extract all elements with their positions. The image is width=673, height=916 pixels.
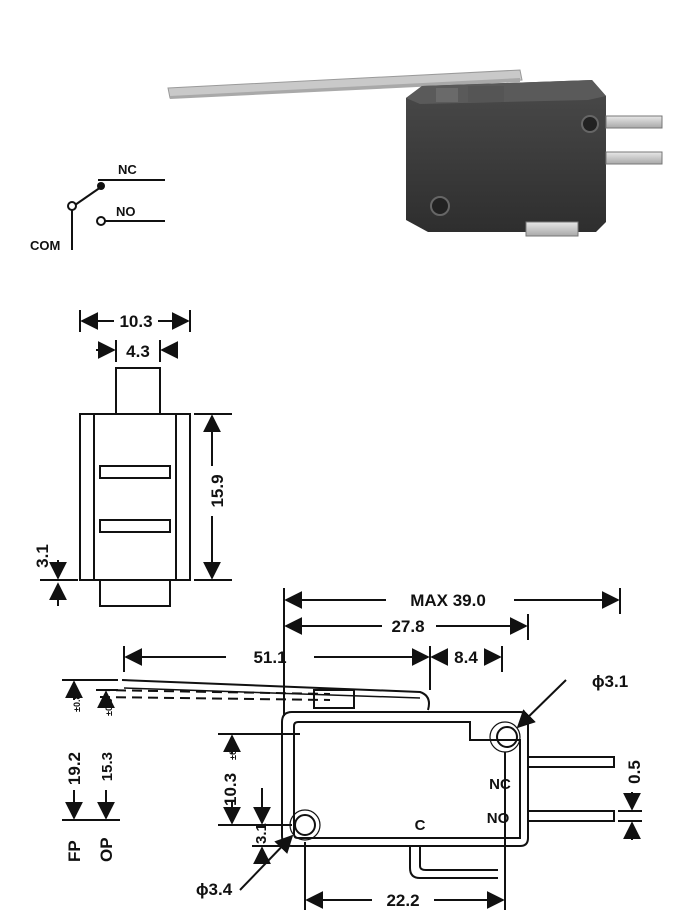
product-photo <box>167 69 663 237</box>
hole-offset-label: 3.1 <box>253 823 270 844</box>
op-tolerance-label: ±0.6 <box>104 699 114 716</box>
no-contact-dot <box>96 216 106 226</box>
fp-tolerance-label: ±0.8 <box>72 695 82 712</box>
max-39-label: MAX 39.0 <box>410 591 486 610</box>
length-27-8-label: 27.8 <box>391 617 424 636</box>
fp-height-label: 19.2 <box>65 752 84 785</box>
terminal-nc-label: NC <box>489 776 511 793</box>
op-label: OP <box>97 837 116 862</box>
hole-height-label: 10.3 <box>221 773 240 806</box>
terminal-c-label: C <box>415 817 426 834</box>
hole-3-1-label: ϕ3.1 <box>592 672 628 691</box>
width-10-3-label: 10.3 <box>119 312 152 331</box>
terminal-no-label: NO <box>487 810 510 827</box>
hole-3-4-label: ϕ3.4 <box>196 880 233 899</box>
thickness-0-5-label: 0.5 <box>625 760 644 784</box>
com-contact-dot <box>67 201 77 211</box>
op-height-label: 15.3 <box>99 752 116 781</box>
schematic-no-label: NO <box>116 204 136 219</box>
schematic-com-label: COM <box>30 238 60 253</box>
bottom-3-1-label: 3.1 <box>33 544 52 568</box>
width-4-3-label: 4.3 <box>126 342 150 361</box>
height-15-9-label: 15.9 <box>208 474 227 507</box>
side-view <box>62 588 642 910</box>
spacing-22-2-label: 22.2 <box>386 891 419 910</box>
switch-schematic: NC NO COM <box>30 162 165 253</box>
length-8-4-label: 8.4 <box>454 648 478 667</box>
fp-label: FP <box>65 840 84 862</box>
hole-height-tol-label: ±0.1 <box>228 743 238 760</box>
length-51-1-label: 51.1 <box>253 648 286 667</box>
schematic-nc-label: NC <box>118 162 137 177</box>
